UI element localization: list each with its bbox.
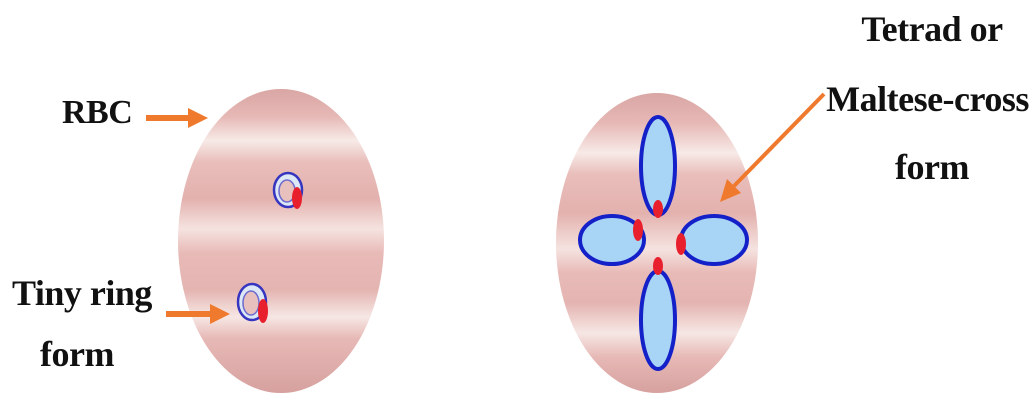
rbc-label: RBC — [62, 94, 132, 132]
chromatin-dot — [653, 200, 663, 218]
tetrad-label-line2: Maltese-cross — [820, 78, 1035, 120]
chromatin-dot — [653, 257, 663, 275]
merozoite-icon — [681, 216, 747, 264]
rbc-cell-left — [178, 89, 384, 393]
tetrad-label-line3: form — [832, 146, 1032, 188]
chromatin-dot — [676, 233, 686, 255]
ring-form-icon — [274, 173, 302, 209]
tiny-ring-label-line1: Tiny ring — [12, 272, 152, 314]
arrow-right-icon — [146, 108, 208, 128]
arrow-right-icon — [720, 94, 824, 202]
merozoite-icon — [641, 271, 675, 369]
chromatin-dot — [258, 299, 268, 323]
chromatin-dot — [292, 187, 302, 209]
tiny-ring-label-line2: form — [40, 333, 114, 375]
tetrad-label-line1: Tetrad or — [832, 8, 1032, 50]
chromatin-dot — [633, 219, 643, 241]
